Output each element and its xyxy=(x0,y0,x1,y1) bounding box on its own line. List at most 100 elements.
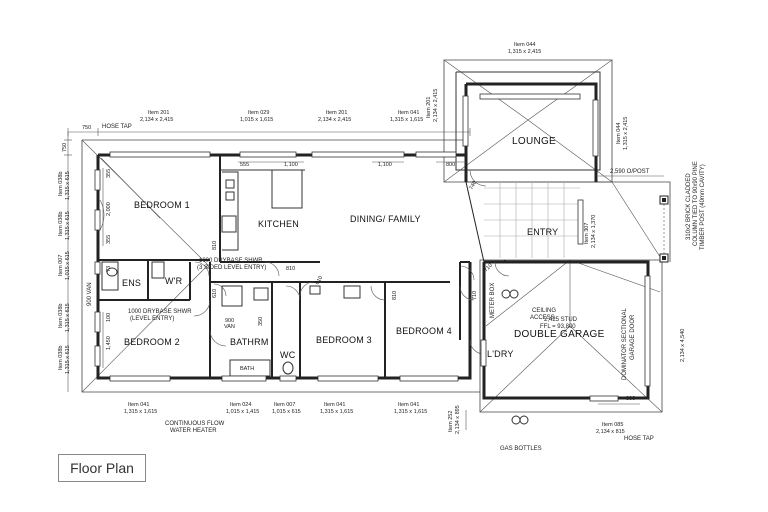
window-bottom-5-size: 1,315 x 1,615 xyxy=(394,409,427,415)
window-garage-bottom-item: Item 085 xyxy=(602,422,623,428)
room-double-garage: DOUBLE GARAGE xyxy=(514,329,605,340)
garage-door-note-1: DOMINATOR SECTIONAL xyxy=(622,308,628,380)
bath-shower-note-2: (3 SIDED LEVEL ENTRY) xyxy=(197,265,266,271)
window-left-2-item: Item 038b xyxy=(58,212,64,236)
window-bottom-2-item: Item 024 xyxy=(230,402,251,408)
window-top-1-size: 2,134 x 2,415 xyxy=(140,117,173,123)
dim-610-bed3: 610 xyxy=(315,275,325,286)
window-top-2-item: Item 029 xyxy=(248,110,269,116)
window-bottom-5-item: Item 041 xyxy=(398,402,419,408)
window-top-2-size: 1,015 x 1,615 xyxy=(240,117,273,123)
room-ldry: L'DRY xyxy=(487,349,514,359)
dim-750-left: 750 xyxy=(62,143,68,152)
door-swings xyxy=(99,169,510,355)
window-top-1-item: Item 201 xyxy=(148,110,169,116)
dim-810-kitchen: 810 xyxy=(212,241,218,250)
hose-tap-bottom: HOSE TAP xyxy=(624,436,654,442)
dim-1100-a: 1,100 xyxy=(284,162,298,168)
dim-610-hall: 610 xyxy=(212,289,218,298)
dim-800-garage: 800 xyxy=(626,396,635,402)
dim-710-ldry: 710 xyxy=(472,291,478,300)
window-lounge-right-size: 1,315 x 2,415 xyxy=(623,117,629,150)
dim-1100-b: 1,100 xyxy=(378,162,392,168)
window-bottom-3-size: 1,015 x 615 xyxy=(272,409,301,415)
window-bottom-4-size: 1,315 x 1,615 xyxy=(320,409,353,415)
room-bathrm: BATHRM xyxy=(230,337,269,347)
window-bottom-1-item: Item 041 xyxy=(128,402,149,408)
vanity-bath-1: 900 xyxy=(225,318,234,324)
window-left-5-size: 1,315 x 615 xyxy=(65,345,71,374)
room-kitchen: KITCHEN xyxy=(258,219,299,229)
window-top-4-item: Item 041 xyxy=(398,110,419,116)
brick-note-3: TIMBER POST (40mm CAVITY) xyxy=(700,164,706,250)
gas-bottles-label: GAS BOTTLES xyxy=(500,446,542,452)
window-garage-left-size: 2,134 x 895 xyxy=(455,405,461,434)
ens-shower-note-2: (LEVEL ENTRY) xyxy=(130,316,174,322)
dim-710-entry: 710 xyxy=(483,263,494,274)
internal-walls xyxy=(98,155,506,378)
garage-door-note-2: GARAGE DOOR xyxy=(630,314,636,360)
dim-355-a: 355 xyxy=(106,169,112,178)
dim-1450: 1,450 xyxy=(106,336,112,350)
dim-100: 100 xyxy=(106,313,112,322)
vanity-ens: 900 VAN xyxy=(87,282,93,306)
window-garage-left-item: Item 252 xyxy=(448,411,454,432)
window-left-3-size: 1,015 x 615 xyxy=(65,251,71,280)
dim-2000: 2,000 xyxy=(106,202,112,216)
dim-750-top: 750 xyxy=(82,125,91,131)
window-bottom-3-item: Item 007 xyxy=(274,402,295,408)
dim-355-b: 355 xyxy=(106,235,112,244)
window-left-4-item: Item 038b xyxy=(58,304,64,328)
room-wc: WC xyxy=(280,350,296,360)
wet-area-fixtures xyxy=(101,261,361,377)
dimension-lines xyxy=(64,128,664,430)
vanity-bath-2: VAN xyxy=(224,324,235,330)
dim-350: 350 xyxy=(258,317,264,326)
room-bedroom-3: BEDROOM 3 xyxy=(316,335,372,345)
garage-stud: 2,425 STUD xyxy=(544,317,578,323)
window-garage-bottom-size: 2,134 x 815 xyxy=(596,429,625,435)
dim-810-bed4: 810 xyxy=(392,291,398,300)
water-heater-note-2: WATER HEATER xyxy=(170,428,217,434)
garage-ffl: FFL = 93,800 xyxy=(540,324,576,330)
room-bedroom-1: BEDROOM 1 xyxy=(134,200,190,210)
window-left-5-item: Item 038b xyxy=(58,346,64,370)
window-top-3-item: Item 201 xyxy=(326,110,347,116)
dim-555: 555 xyxy=(240,162,249,168)
ceiling-access-2: ACCESS xyxy=(530,315,555,321)
o-post-dim: 2,590 O/POST xyxy=(610,169,650,175)
room-lounge: LOUNGE xyxy=(512,136,556,147)
window-left-4-size: 1,315 x 615 xyxy=(65,303,71,332)
dim-73: 73 xyxy=(106,266,112,272)
window-lounge-right-item: Item 044 xyxy=(616,123,622,144)
hose-tap-top: HOSE TAP xyxy=(102,124,132,130)
brick-columns xyxy=(659,195,669,263)
window-lounge-left-size: 2,134 x 2,415 xyxy=(433,89,439,122)
window-left-3-item: Item 007 xyxy=(58,255,64,276)
entry-tiles xyxy=(484,182,580,258)
room-ens: ENS xyxy=(122,278,141,288)
dim-740: 740 xyxy=(469,180,479,191)
kitchen-bench xyxy=(220,169,305,251)
ceiling-access-1: CEILING xyxy=(532,308,556,314)
room-bedroom-2: BEDROOM 2 xyxy=(124,337,180,347)
dim-800-top: 800 xyxy=(446,162,455,168)
windows xyxy=(94,93,651,402)
window-left-1-size: 1,315 x 615 xyxy=(65,171,71,200)
window-left-1-item: Item 038b xyxy=(58,172,64,196)
room-wir: W'R xyxy=(165,276,183,286)
window-lounge-top-size: 1,315 x 2,415 xyxy=(508,49,541,55)
window-bottom-1-size: 1,315 x 1,615 xyxy=(124,409,157,415)
ens-shower-note-1: 1000 DRYBASE SHWR xyxy=(128,309,192,315)
external-walls xyxy=(96,82,650,400)
floor-plan-caption: Floor Plan xyxy=(58,454,146,482)
window-entry-size: 2,134 x 1,370 xyxy=(591,215,597,248)
room-bedroom-4: BEDROOM 4 xyxy=(396,326,452,336)
window-left-2-size: 1,315 x 615 xyxy=(65,211,71,240)
water-heater-note-1: CONTINUOUS FLOW xyxy=(165,421,225,427)
garage-door-size: 2,134 x 4,540 xyxy=(680,329,686,362)
bath-label: BATH xyxy=(240,366,254,372)
window-lounge-left-item: Item 201 xyxy=(426,97,432,118)
window-bottom-4-item: Item 041 xyxy=(324,402,345,408)
